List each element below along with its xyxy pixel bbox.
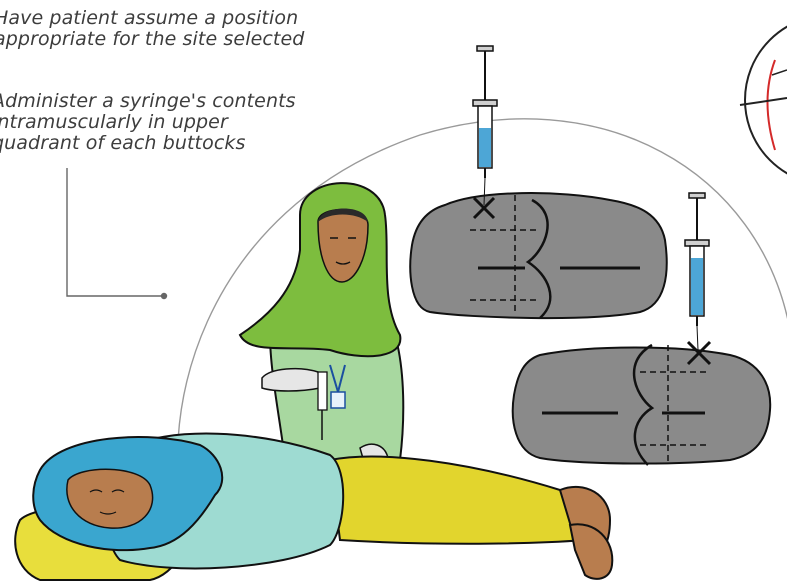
leader-line <box>67 168 167 299</box>
detail-circle <box>740 15 787 185</box>
syringe-icon <box>473 46 497 205</box>
nurse-figure <box>240 183 403 462</box>
buttock-diagram-lower <box>513 342 770 465</box>
buttock-diagram-upper <box>410 193 666 318</box>
syringe-icon <box>685 193 709 350</box>
patient-figure <box>15 434 612 580</box>
